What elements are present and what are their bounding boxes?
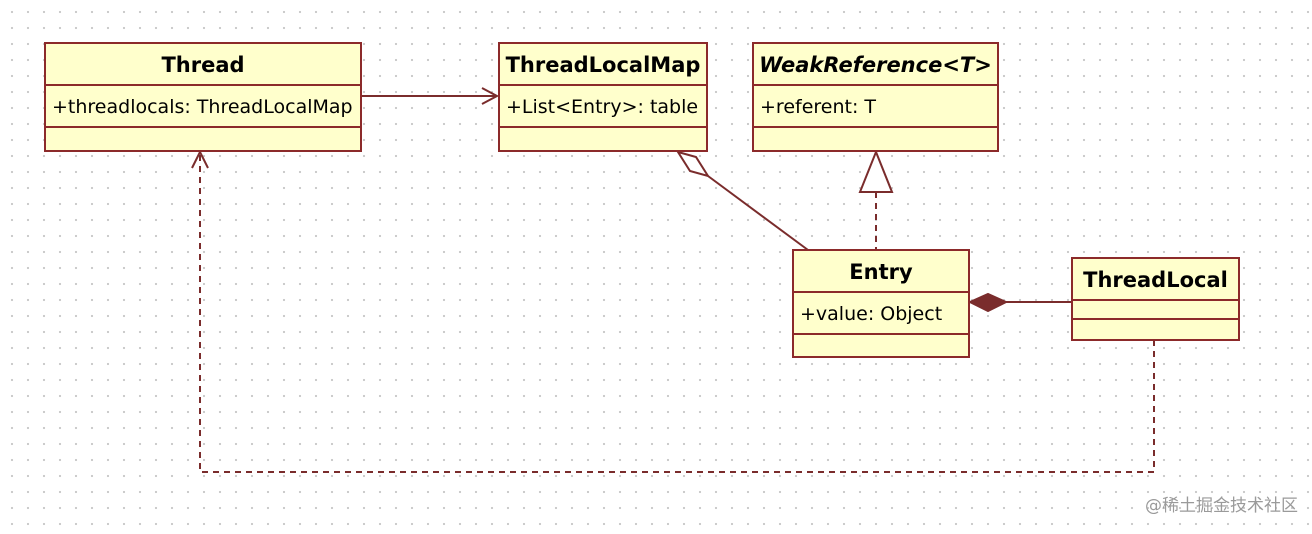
thread-class[interactable]: Thread +threadlocals: ThreadLocalMap (44, 42, 362, 152)
threadlocalmap-class-attribute: +List<Entry>: table (500, 86, 706, 128)
threadlocal-class-attributes (1073, 301, 1238, 320)
thread-to-threadlocalmap-association (362, 87, 500, 105)
threadlocalmap-entry-aggregation (675, 150, 809, 251)
entry-threadlocal-composition (967, 292, 1073, 313)
weakreference-class[interactable]: WeakReference<T> +referent: T (752, 42, 999, 152)
weakreference-class-attribute: +referent: T (754, 86, 997, 128)
thread-class-attribute: +threadlocals: ThreadLocalMap (46, 86, 360, 128)
thread-class-operations (46, 128, 360, 146)
entry-class[interactable]: Entry +value: Object (792, 249, 970, 358)
weakreference-class-operations (754, 128, 997, 146)
entry-class-attribute: +value: Object (794, 293, 968, 335)
thread-class-name: Thread (46, 44, 360, 86)
entry-extends-weakreference (858, 149, 894, 250)
weakreference-class-name: WeakReference<T> (754, 44, 997, 86)
threadlocal-class-operations (1073, 320, 1238, 338)
threadlocalmap-class-name: ThreadLocalMap (500, 44, 706, 86)
watermark: @稀土掘金技术社区 (1145, 496, 1298, 516)
threadlocal-class-name: ThreadLocal (1073, 259, 1238, 301)
entry-class-name: Entry (794, 251, 968, 293)
threadlocalmap-class-operations (500, 128, 706, 146)
entry-class-operations (794, 335, 968, 353)
threadlocal-class[interactable]: ThreadLocal (1071, 257, 1240, 341)
threadlocalmap-class[interactable]: ThreadLocalMap +List<Entry>: table (498, 42, 708, 152)
threadlocal-to-thread-dependency (191, 149, 1155, 473)
